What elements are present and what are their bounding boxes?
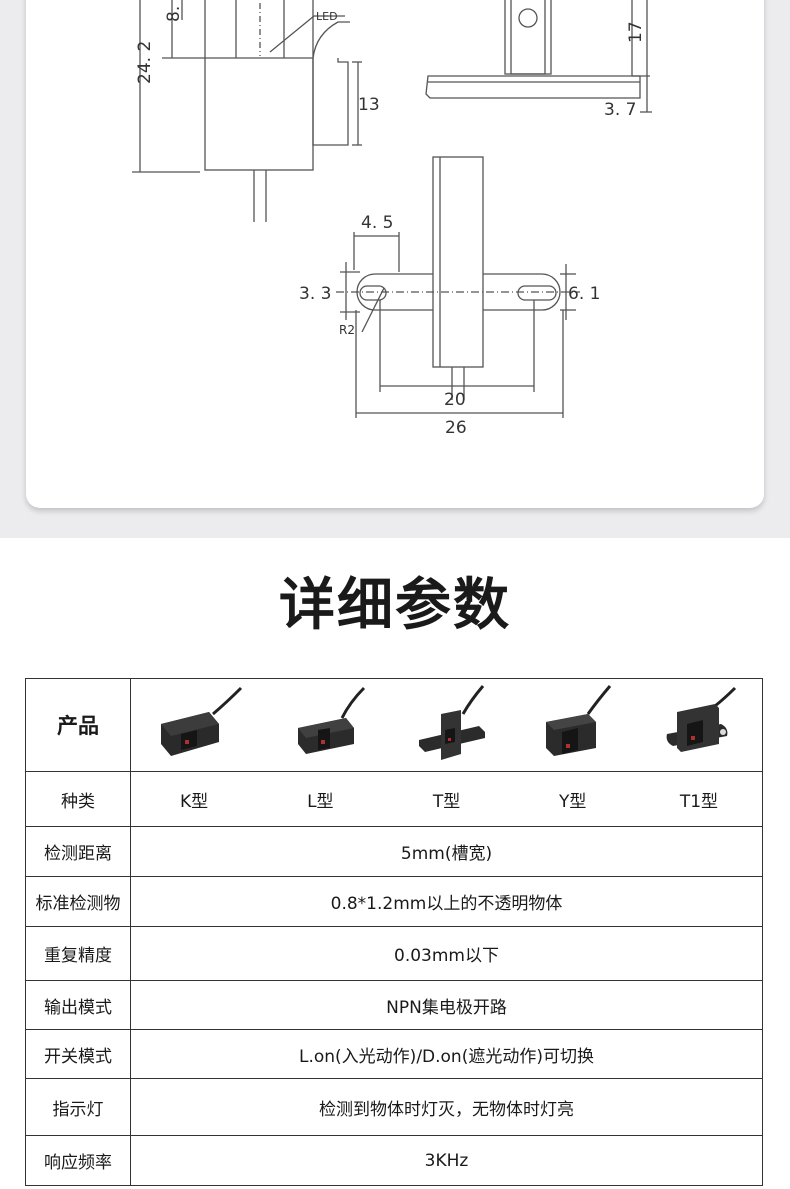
section-title: 详细参数 <box>279 573 511 638</box>
t1-type-sensor-icon <box>661 684 741 766</box>
type-k: K型 <box>180 791 209 812</box>
dim-24-2: 24. 2 <box>135 41 155 84</box>
led-label: LED <box>316 10 338 23</box>
row-label: 指示灯 <box>25 1078 131 1136</box>
row-label: 重复精度 <box>25 926 131 981</box>
dim-3-3: 3. 3 <box>299 284 331 304</box>
k-type-sensor-icon <box>153 684 249 766</box>
row-value: NPN集电极开路 <box>130 980 763 1030</box>
type-label: 种类 <box>25 771 131 827</box>
type-l: L型 <box>307 791 334 812</box>
dim-4-5: 4. 5 <box>361 213 393 233</box>
table-row: 产品 <box>25 678 763 772</box>
table-row: 种类 K型 L型 T型 Y型 T1型 <box>25 771 763 827</box>
dim-26: 26 <box>445 418 467 438</box>
table-row: 检测距离 5mm(槽宽) <box>25 826 763 877</box>
table-row: 响应频率 3KHz <box>25 1135 763 1186</box>
table-row: 重复精度 0.03mm以下 <box>25 926 763 981</box>
row-label: 标准检测物 <box>25 876 131 927</box>
l-type-sensor-icon <box>292 684 372 766</box>
table-row: 开关模式 L.on(入光动作)/D.on(遮光动作)可切换 <box>25 1029 763 1079</box>
dim-20: 20 <box>444 390 466 410</box>
type-cell: K型 L型 T型 Y型 T1型 <box>130 771 763 827</box>
row-value: 检测到物体时灯灭，无物体时灯亮 <box>130 1078 763 1136</box>
type-t: T型 <box>432 791 461 812</box>
dim-3-7: 3. 7 <box>604 100 636 120</box>
row-label: 响应频率 <box>25 1135 131 1186</box>
row-label: 输出模式 <box>25 980 131 1030</box>
type-t1: T1型 <box>679 791 719 812</box>
dim-r2: R2 <box>339 323 355 337</box>
row-label: 开关模式 <box>25 1029 131 1079</box>
dim-13: 13 <box>358 95 380 115</box>
y-type-sensor-icon <box>538 684 618 766</box>
type-y: Y型 <box>559 791 587 812</box>
t-type-sensor-icon <box>415 684 495 766</box>
row-value: 0.8*1.2mm以上的不透明物体 <box>130 876 763 927</box>
table-row: 标准检测物 0.8*1.2mm以上的不透明物体 <box>25 876 763 927</box>
dim-8-5: 8. 5 <box>164 0 184 22</box>
table-row: 输出模式 NPN集电极开路 <box>25 980 763 1030</box>
dim-17: 17 <box>626 21 646 43</box>
row-value: 0.03mm以下 <box>130 926 763 981</box>
dimension-drawing: 8. 5 24. 2 LED 13 17 3. 7 <box>132 0 652 438</box>
spec-table: 产品 <box>25 678 763 1186</box>
row-value: 5mm(槽宽) <box>130 826 763 877</box>
row-label: 检测距离 <box>25 826 131 877</box>
row-value: 3KHz <box>130 1135 763 1186</box>
dimension-drawing-card: 8. 5 24. 2 LED 13 17 3. 7 <box>26 0 764 508</box>
product-label: 产品 <box>25 678 131 772</box>
table-row: 指示灯 检测到物体时灯灭，无物体时灯亮 <box>25 1078 763 1136</box>
product-images-cell <box>130 678 763 772</box>
dim-6-1: 6. 1 <box>568 284 600 304</box>
row-value: L.on(入光动作)/D.on(遮光动作)可切换 <box>130 1029 763 1079</box>
